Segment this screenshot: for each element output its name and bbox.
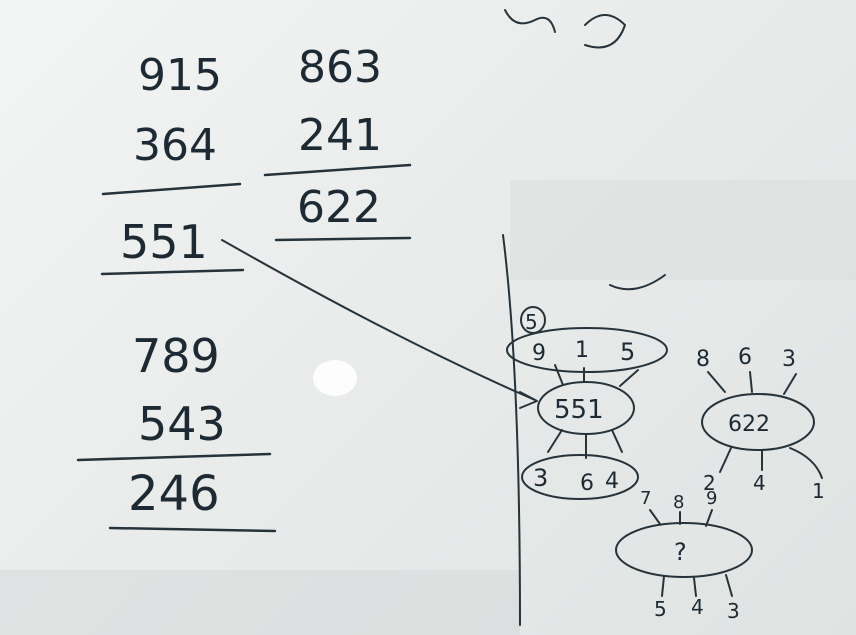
erased-mark <box>504 9 556 33</box>
group1-bottom-ellipse <box>521 454 639 500</box>
g1-top-digit-1: 9 <box>532 341 546 366</box>
connector <box>619 369 639 387</box>
p3-line <box>76 452 272 462</box>
connector <box>649 509 661 525</box>
g2-bottom-digit-2: 4 <box>753 471 766 495</box>
arrow-line <box>221 239 536 401</box>
g2-top-digit-1: 8 <box>696 347 710 372</box>
connector <box>693 577 697 597</box>
g1-top-digit-2: 1 <box>575 338 589 363</box>
erased-arc <box>609 274 666 291</box>
p3-bottom: 543 <box>138 397 226 451</box>
g2-top-digit-3: 3 <box>782 347 796 372</box>
shadow-patch <box>0 570 520 635</box>
g3-bottom-digit-1: 5 <box>654 597 667 621</box>
connector <box>661 575 665 597</box>
p1-result: 551 <box>120 215 208 269</box>
connector <box>554 364 564 386</box>
erased-mark <box>584 14 626 49</box>
g1-bottom-digit-1: 3 <box>533 464 548 492</box>
p3-underline <box>108 526 277 533</box>
group2-center-ellipse <box>701 393 815 451</box>
divider-line <box>502 234 521 626</box>
connector <box>705 509 713 527</box>
g2-bottom-digit-3: 1 <box>812 479 825 503</box>
connector <box>719 447 732 473</box>
connector <box>725 574 733 597</box>
g2-bottom-digit-1: 2 <box>703 471 716 495</box>
connector <box>547 429 563 453</box>
p1-top: 915 <box>138 50 222 101</box>
g3-bottom-digit-3: 3 <box>727 599 740 623</box>
shadow-patch <box>510 180 856 280</box>
circled-label: 5 <box>525 310 538 334</box>
p3-result: 246 <box>128 466 220 522</box>
g3-top-digit-3: 9 <box>706 488 717 509</box>
g1-bottom-digit-2: 6 <box>580 471 594 496</box>
connector <box>707 371 726 393</box>
p2-underline <box>274 236 412 242</box>
g3-top-digit-2: 8 <box>673 492 684 513</box>
g2-top-digit-2: 6 <box>738 345 752 370</box>
arrow-head <box>519 391 538 409</box>
connector <box>749 371 753 393</box>
p1-line <box>101 182 242 196</box>
g1-bottom-digit-3: 4 <box>605 469 619 494</box>
p2-line <box>263 163 412 177</box>
g3-top-digit-1: 7 <box>640 488 651 509</box>
p1-underline <box>100 268 245 276</box>
group1-top-ellipse <box>506 327 668 373</box>
p2-top: 863 <box>298 42 382 93</box>
g3-bottom-digit-2: 4 <box>691 595 704 619</box>
p2-result: 622 <box>297 182 381 233</box>
group3-center-ellipse <box>615 522 753 578</box>
g1-center: 551 <box>554 395 604 425</box>
p1-bottom: 364 <box>133 120 217 171</box>
g3-center: ? <box>674 538 687 566</box>
connector <box>611 429 623 453</box>
connector <box>789 447 823 479</box>
p2-bottom: 241 <box>298 110 382 161</box>
g1-top-digit-3: 5 <box>620 338 635 366</box>
g2-center: 622 <box>728 412 770 437</box>
connector <box>783 373 797 395</box>
p3-top: 789 <box>132 329 220 383</box>
glare-spot <box>313 360 357 396</box>
